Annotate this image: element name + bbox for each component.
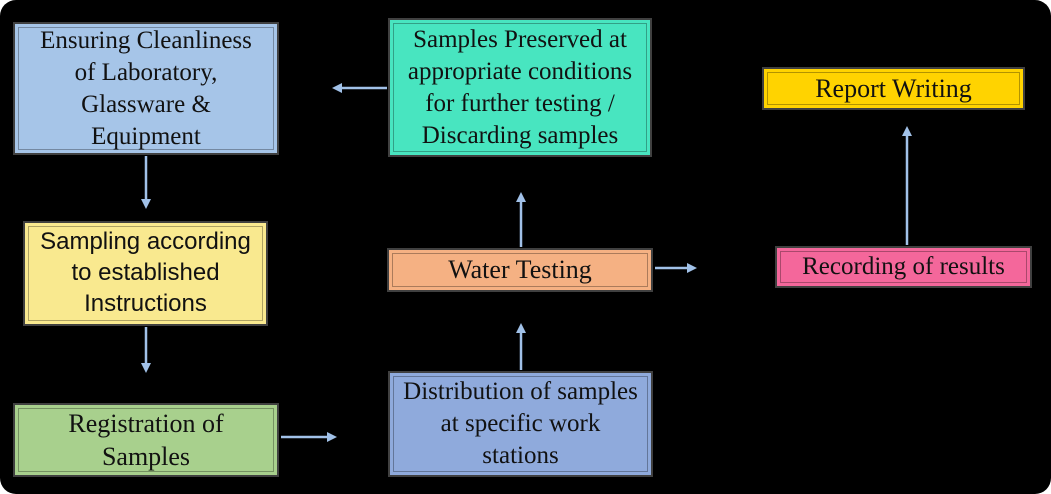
arrow-sampling-to-registration [141,327,151,373]
arrow-water-testing-to-samples-preserved [516,192,526,247]
box-label: Recording of results [802,253,1005,280]
arrow-registration-to-distribution [281,432,337,442]
box-label: Ensuring Cleanliness of Laboratory, Glas… [40,26,252,150]
box-water-testing: Water Testing [387,248,653,292]
arrow-ensuring-to-sampling [141,156,151,209]
box-samples-preserved: Samples Preserved at appropriate conditi… [388,18,652,157]
arrow-recording-to-report [902,126,912,245]
box-label: Sampling according to established Instru… [40,228,251,317]
arrow-distribution-to-water-testing [516,323,526,370]
box-registration-samples: Registration of Samples [13,403,279,477]
arrow-samples-preserved-to-ensuring [332,83,387,93]
arrow-water-testing-to-recording [655,263,697,273]
box-recording-results: Recording of results [775,246,1032,288]
box-distribution-samples: Distribution of samples at specific work… [388,371,653,477]
box-label: Water Testing [448,255,592,285]
box-report-writing: Report Writing [762,67,1025,110]
box-label: Distribution of samples at specific work… [403,378,638,469]
box-ensuring-cleanliness: Ensuring Cleanliness of Laboratory, Glas… [13,22,279,155]
box-label: Samples Preserved at appropriate conditi… [407,25,633,149]
box-sampling-instructions: Sampling according to established Instru… [23,221,268,326]
box-label: Report Writing [815,73,972,103]
box-label: Registration of Samples [68,408,224,471]
